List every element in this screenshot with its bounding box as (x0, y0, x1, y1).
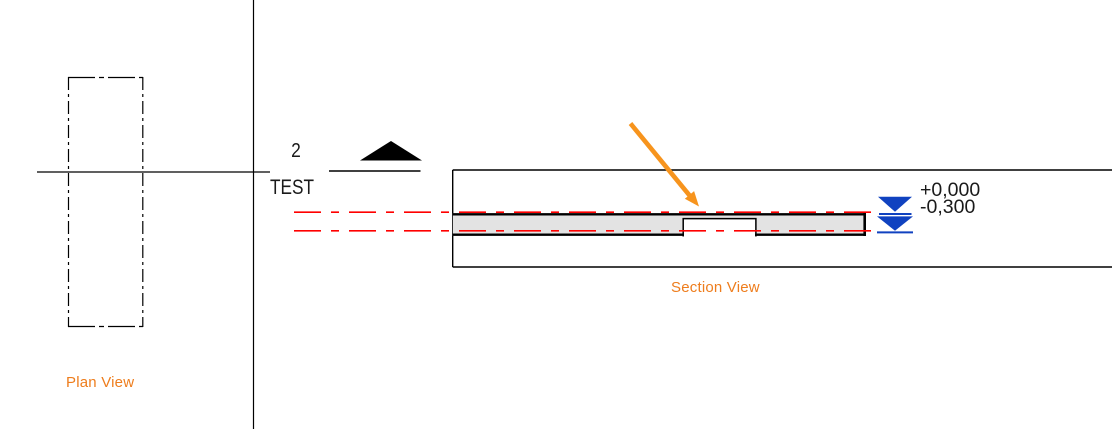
reference-centerlines (294, 211, 880, 232)
floor-slab-section (452, 212, 867, 239)
level-value-upper: +0,000 (920, 179, 981, 201)
level-marker-upper (878, 196, 912, 215)
section-view-label: Section View (671, 279, 760, 296)
level-value-lower: -0,300 (920, 195, 976, 218)
annotation-arrow-head (684, 191, 699, 207)
level-head-lower-icon (877, 216, 913, 231)
slab-notch-fill (684, 219, 755, 239)
section-view-crop-box (452, 169, 1112, 268)
plan-view-label: Plan View (66, 374, 135, 391)
grid-name-label: TEST (270, 176, 315, 199)
annotation-arrow-icon (628, 122, 699, 207)
level-marker-lower (877, 216, 913, 234)
level-head-upper-icon (878, 196, 912, 212)
grid-number-label: 2 (291, 139, 301, 162)
section-marker-triangle-icon (360, 141, 422, 161)
slab-fill (452, 213, 866, 236)
slab-notch-outline (682, 217, 757, 237)
annotation-arrow-shaft (628, 122, 692, 198)
plan-column-centerline-rect (67, 76, 144, 328)
